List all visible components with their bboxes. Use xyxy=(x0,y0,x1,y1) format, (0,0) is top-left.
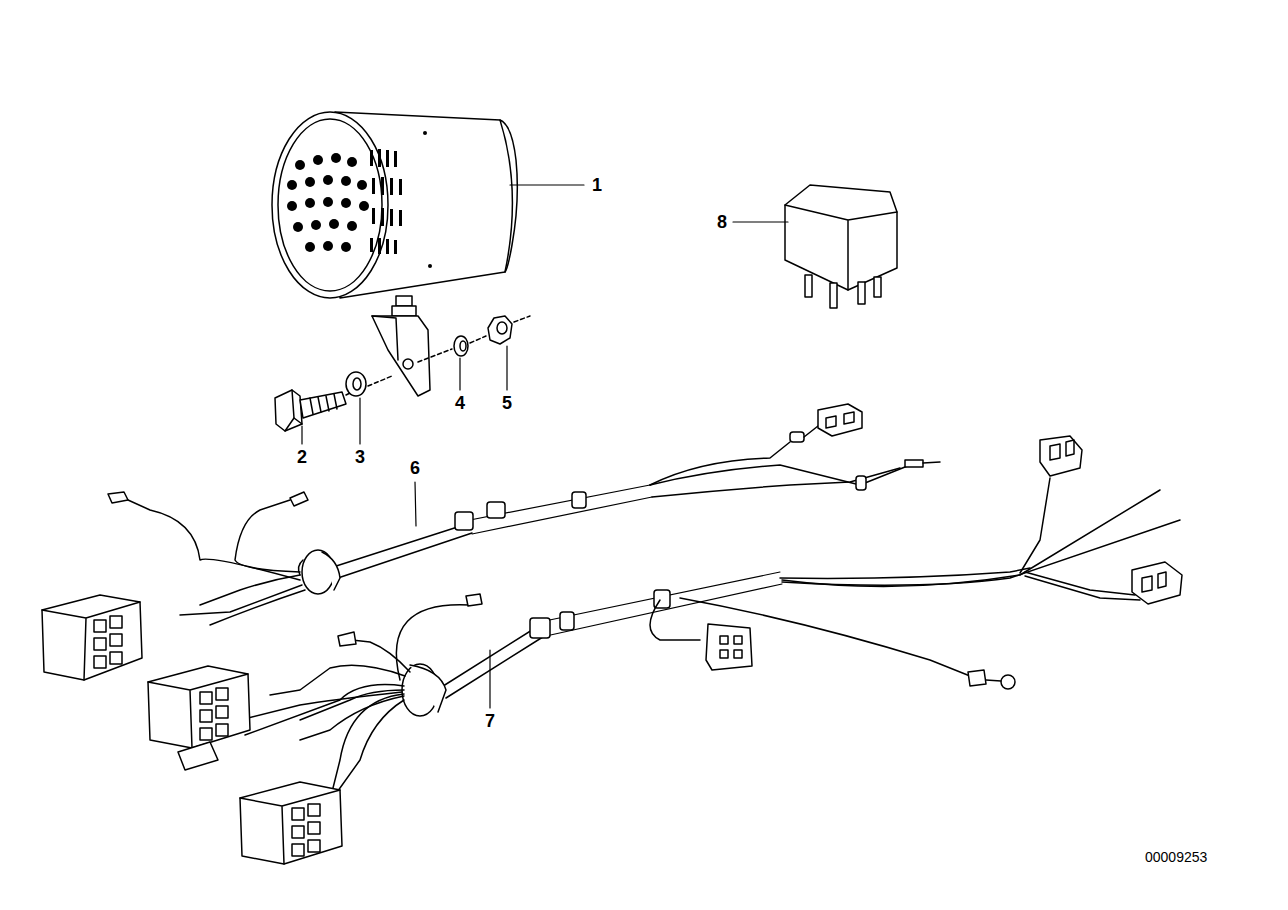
wiring-harness xyxy=(42,404,940,680)
callout-number: 1 xyxy=(592,176,602,194)
drawing-number: 00009253 xyxy=(1145,850,1207,864)
bolt xyxy=(275,390,346,431)
spring-washer xyxy=(454,336,468,356)
nut xyxy=(488,316,512,344)
relay xyxy=(785,185,897,308)
axis-line xyxy=(346,316,530,395)
siren xyxy=(272,112,517,396)
leader-lines xyxy=(302,185,788,708)
callout-number: 7 xyxy=(485,712,495,730)
wiring-harness xyxy=(148,436,1182,864)
washer xyxy=(346,372,366,396)
callout-number: 3 xyxy=(355,448,365,466)
callout-number: 8 xyxy=(717,213,727,231)
callout-number: 5 xyxy=(502,394,512,412)
callout-number: 4 xyxy=(455,394,465,412)
callout-number: 6 xyxy=(410,459,420,477)
callout-number: 2 xyxy=(297,448,307,466)
